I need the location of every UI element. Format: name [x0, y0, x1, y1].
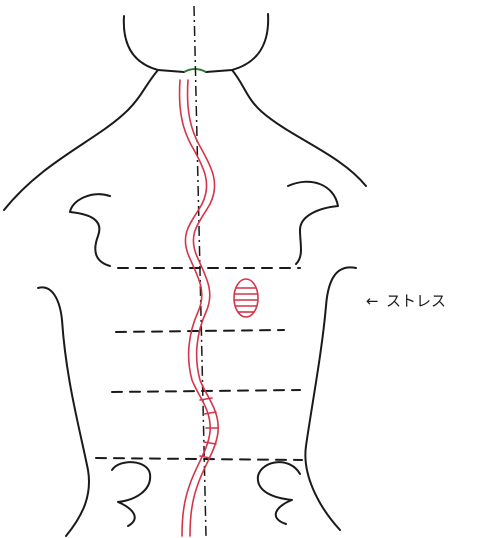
spine — [180, 80, 219, 536]
right-armpit — [288, 182, 338, 264]
right-trapezius — [232, 70, 366, 186]
spine-line-right — [188, 80, 219, 536]
right-torso-side — [305, 267, 356, 530]
left-armpit — [70, 194, 110, 266]
stress-annotation: ← ストレス — [366, 292, 446, 310]
left-trapezius — [4, 70, 158, 210]
left-torso-side — [38, 287, 89, 536]
neck-right — [206, 14, 268, 72]
level-lines — [96, 268, 302, 460]
body-outline — [4, 14, 366, 536]
annotation-arrow-icon: ← — [366, 292, 379, 310]
annotation-label: ストレス — [386, 292, 446, 310]
right-hip — [258, 462, 300, 524]
stress-marker — [234, 279, 258, 317]
left-hip — [112, 462, 150, 526]
neck-left — [124, 16, 184, 72]
level-line — [96, 458, 302, 460]
